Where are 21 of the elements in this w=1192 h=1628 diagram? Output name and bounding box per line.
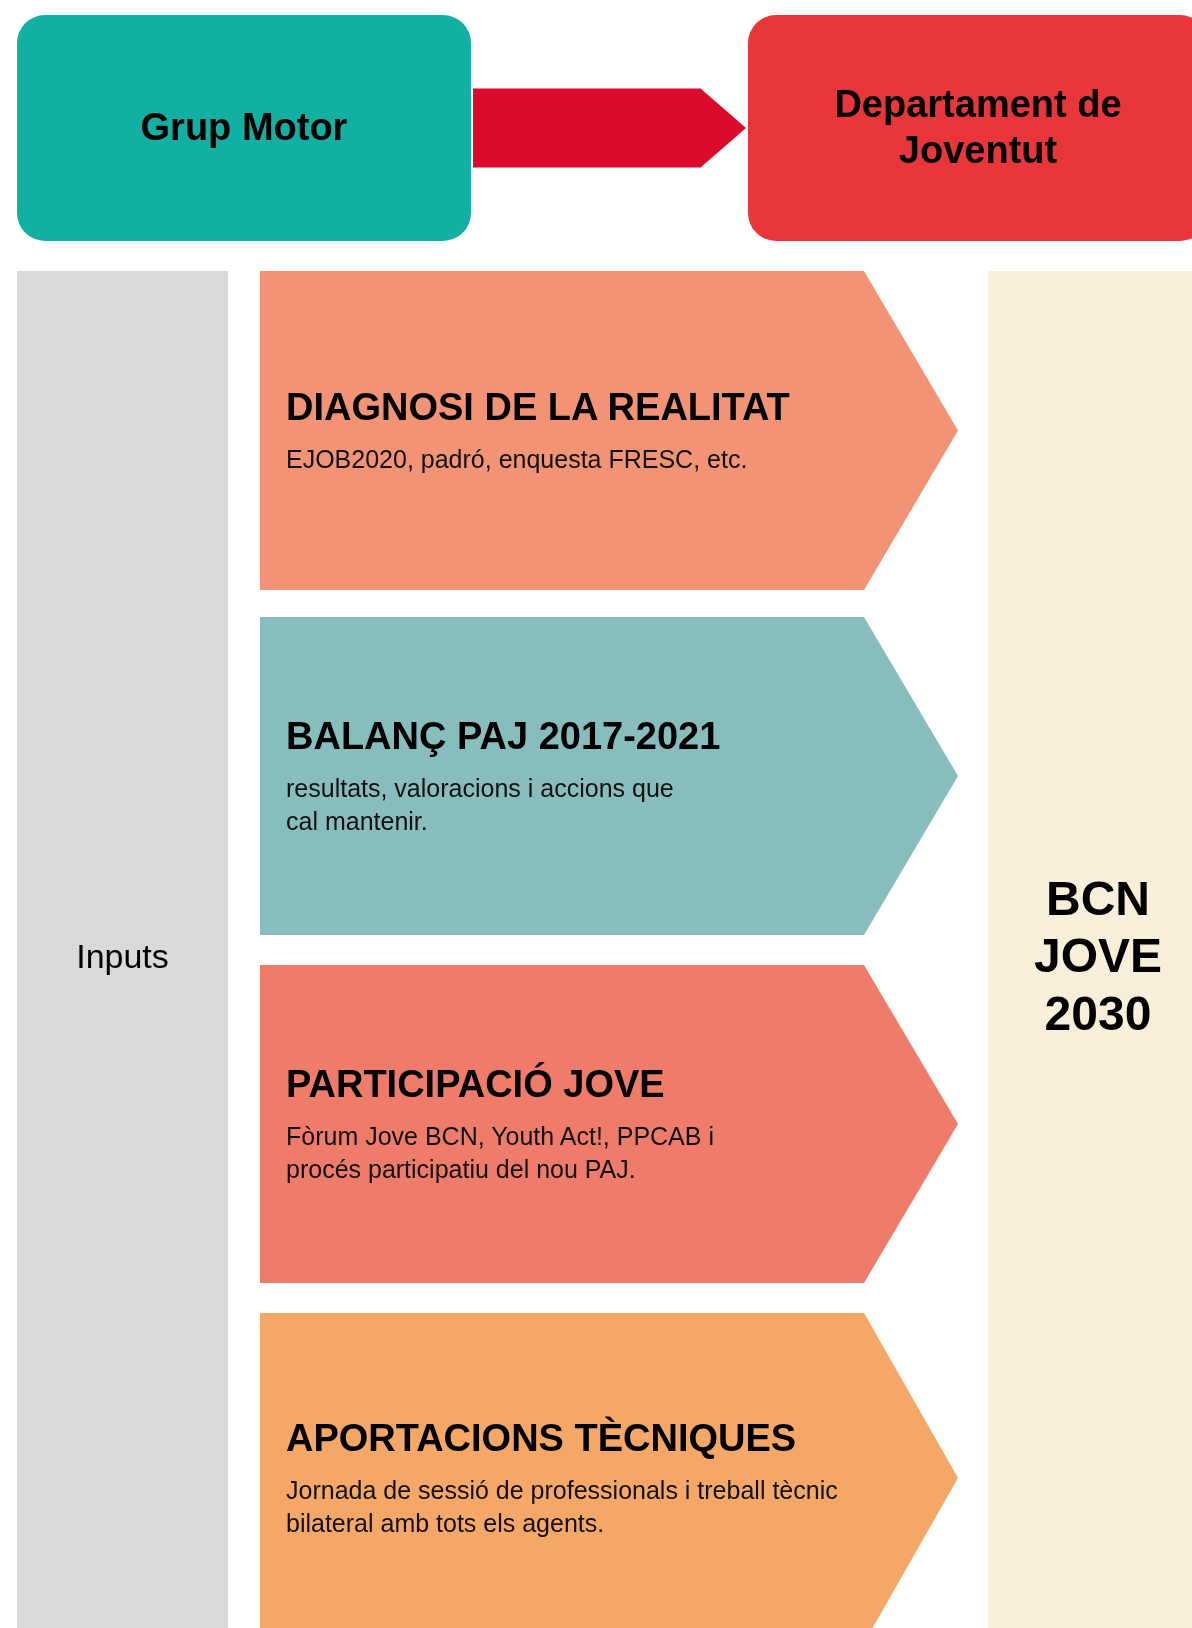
chevron-box (260, 965, 958, 1283)
chevron-box (260, 271, 958, 590)
chevron-box (260, 1313, 958, 1628)
output-band (988, 271, 1192, 1628)
box-label: Departament de Joventut (833, 82, 1123, 173)
description: resultats, valoracions i accions que cal mantenir. (286, 773, 675, 837)
process-box (17, 15, 471, 241)
heading: APORTACIONS TÈCNIQUES (286, 1417, 798, 1460)
description: Jornada de sessió de professionals i treball tècnic bilateral amb tots els agents. (286, 1475, 839, 1539)
band-label: BCN JOVE 2030 (1032, 870, 1164, 1042)
chevron-box (260, 617, 958, 935)
process-box (748, 15, 1192, 241)
input-band (17, 271, 228, 1628)
box-label: Grup Motor (140, 105, 348, 151)
heading: PARTICIPACIÓ JOVE (286, 1063, 666, 1106)
heading: DIAGNOSI DE LA REALITAT (286, 385, 791, 429)
band-label: Inputs (76, 935, 169, 977)
heading: BALANÇ PAJ 2017-2021 (286, 715, 722, 758)
description: EJOB2020, padró, enquesta FRESC, etc. (286, 443, 749, 475)
block-arrow (473, 88, 746, 168)
description: Fòrum Jove BCN, Youth Act!, PPCAB i procés participatiu del nou PAJ. (286, 1121, 715, 1185)
